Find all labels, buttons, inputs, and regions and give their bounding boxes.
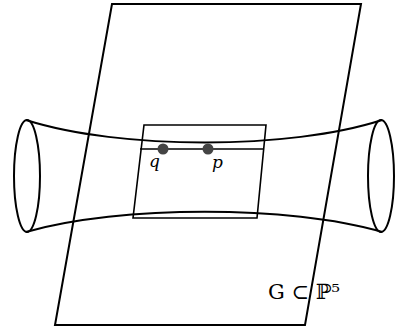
surface-right-rim [368, 120, 394, 232]
point-label: p [212, 154, 223, 171]
surface-left-rim [14, 120, 40, 232]
large-plane [55, 4, 361, 325]
surface-top-curve [26, 120, 382, 143]
surface-bottom-curve [26, 212, 382, 232]
surface-label: G ⊂ ℙ⁵ [268, 282, 340, 303]
point-p [203, 144, 214, 155]
small-plane [133, 125, 266, 218]
point-label: q [149, 153, 160, 170]
